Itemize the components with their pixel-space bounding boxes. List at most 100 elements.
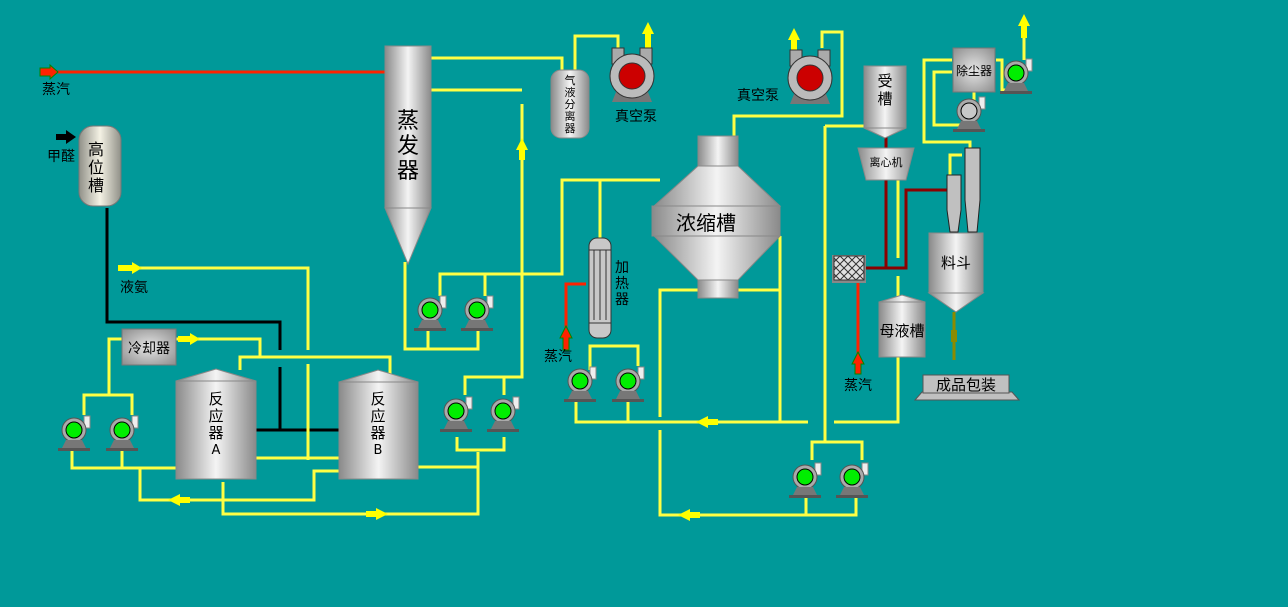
vacuum-pump-1[interactable] <box>609 47 655 102</box>
concentrator[interactable]: 浓缩槽 <box>651 135 782 299</box>
receiving-tank[interactable]: 受 槽 <box>863 65 907 139</box>
pump-cooler-1[interactable] <box>57 415 91 452</box>
evaporator-label-1: 蒸 <box>397 109 419 134</box>
reactor-b[interactable]: 反 应 器 B <box>338 369 419 480</box>
vent-arrow-icon <box>642 22 654 48</box>
pump-status-icon <box>796 468 814 486</box>
steam-arrow-icon <box>851 350 865 375</box>
pump-cooler-2[interactable] <box>105 415 139 452</box>
pump-evap-1[interactable] <box>413 295 447 332</box>
vacuum-pump-indicator <box>618 62 646 90</box>
dust-collector-pipe <box>922 58 972 148</box>
heater-pump-pipe <box>588 344 640 370</box>
concentrator-return-pipe <box>574 400 808 424</box>
reactor-b-label-2: 应 <box>370 407 385 425</box>
liquid-ammonia-label: 液氨 <box>120 280 148 296</box>
reactor-b-label-1: 反 <box>370 390 385 408</box>
pump-status-icon <box>447 402 465 420</box>
mother-liquor-tank[interactable]: 母液槽 <box>878 294 926 358</box>
pump-concentrator-1[interactable] <box>788 462 822 499</box>
separator-label-4: 离 <box>565 109 576 123</box>
cooler-in-pipe <box>107 337 122 395</box>
reactor-a-label-2: 应 <box>208 407 223 425</box>
head-tank-label-2: 位 <box>88 158 104 177</box>
pump-heater-1[interactable] <box>563 366 597 403</box>
dryer-steam-label: 蒸汽 <box>844 378 872 394</box>
ammonia-pipe-2 <box>256 367 282 432</box>
pump-status-icon <box>960 102 978 120</box>
receiving-tank-label-1: 受 <box>877 72 892 90</box>
flow-arrow-icon <box>178 333 200 345</box>
heater-steam-pipe <box>564 282 586 330</box>
separator-label-5: 器 <box>565 122 576 135</box>
flow-arrow-icon <box>168 494 190 506</box>
gas-liquid-separator[interactable]: 气 液 分 离 器 <box>550 69 590 139</box>
hopper[interactable]: 料斗 <box>927 232 985 313</box>
reactor-top-pipe <box>238 355 392 380</box>
packaging-label: 成品包装 <box>936 376 996 394</box>
pump-status-icon <box>468 301 486 319</box>
ammonia-inlet-pipe <box>118 266 310 350</box>
pipe-seg <box>455 437 506 452</box>
flow-arrow-icon <box>366 508 388 520</box>
vacuum-pump-1-label: 真空泵 <box>615 109 657 125</box>
flow-arrow-icon <box>678 509 700 521</box>
pump-dust-blower[interactable] <box>952 96 986 133</box>
pipe-seg <box>810 440 864 460</box>
vacuum-pump-indicator <box>796 64 824 92</box>
heater-label-2: 热 <box>615 276 629 292</box>
concentrator-vacuum-pipe <box>732 30 844 136</box>
evap-to-concentrator-pipe <box>438 178 660 296</box>
concentrator-label: 浓缩槽 <box>676 211 736 235</box>
evap-bottom-pipe <box>403 262 480 351</box>
evap-vapor-pipe <box>431 56 564 70</box>
evaporator-label-3: 器 <box>397 159 419 184</box>
head-tank[interactable]: 高 位 槽 <box>78 125 122 207</box>
reactor-a-label-4: A <box>212 443 221 458</box>
pump-status-icon <box>571 372 589 390</box>
pump-reactor-b-1[interactable] <box>439 396 473 433</box>
pump-evap-2[interactable] <box>460 295 494 332</box>
packaging-station[interactable]: 成品包装 <box>913 374 1021 401</box>
receiving-tank-label-2: 槽 <box>877 90 892 108</box>
vent-arrow-icon <box>788 28 800 52</box>
evaporator[interactable]: 蒸 发 器 <box>384 45 432 266</box>
heater[interactable]: 加 热 器 <box>588 237 629 339</box>
cyclone-separators[interactable] <box>946 147 981 233</box>
heater-label-3: 器 <box>615 292 629 308</box>
pump-status-icon <box>843 468 861 486</box>
dust-collector-label: 除尘器 <box>956 63 992 78</box>
pump-concentrator-2[interactable] <box>835 462 869 499</box>
pump-reactor-b-2[interactable] <box>486 396 520 433</box>
hopper-label: 料斗 <box>941 254 971 272</box>
mother-liquor-pipe <box>834 356 900 424</box>
pump-pair-pipe <box>82 393 134 415</box>
pump-dust-fan[interactable] <box>999 58 1033 95</box>
dryer-heater[interactable] <box>832 255 866 283</box>
head-tank-label-1: 高 <box>88 140 104 159</box>
cooler-out-pipe <box>174 337 262 357</box>
cooler[interactable]: 冷却器 <box>121 328 177 366</box>
pump-heater-2[interactable] <box>611 366 645 403</box>
head-tank-label-3: 槽 <box>88 176 104 195</box>
dust-collector[interactable]: 除尘器 <box>952 47 996 93</box>
separator-label-3: 分 <box>565 98 576 111</box>
reactor-b-label-3: 器 <box>370 424 385 442</box>
cooler-label: 冷却器 <box>128 341 170 357</box>
mother-liquor-tank-label: 母液槽 <box>879 322 924 340</box>
centrifuge[interactable]: 离心机 <box>857 147 915 181</box>
steam-arrow-icon <box>39 63 59 81</box>
pipe-seg <box>948 153 962 175</box>
steam-main-label: 蒸汽 <box>42 82 70 98</box>
ammonia-arrow-icon <box>118 262 142 274</box>
reactor-a[interactable]: 反 应 器 A <box>175 368 257 480</box>
pipes <box>39 14 1030 521</box>
concentrator-bottom-pipe <box>658 288 700 417</box>
product-to-dryer-pipe <box>866 188 948 270</box>
ammonia-pipe <box>105 208 282 350</box>
vacuum-pump-2[interactable] <box>787 49 833 104</box>
reactor-a-label-1: 反 <box>208 390 223 408</box>
pipe-seg <box>738 288 782 422</box>
pump-status-icon <box>494 402 512 420</box>
sep-to-vacuum-pipe <box>573 34 620 70</box>
